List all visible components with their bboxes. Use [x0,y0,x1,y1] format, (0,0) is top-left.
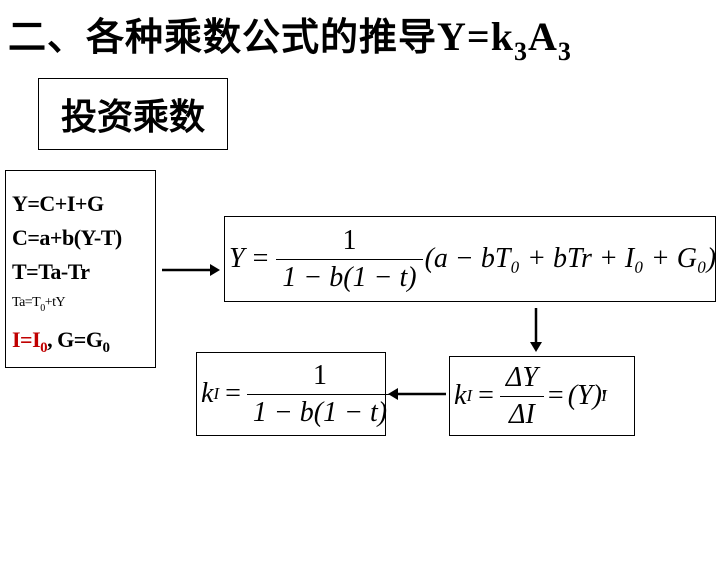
ki-deriv-rhs: (Y) [567,380,602,411]
title-text: 二、各种乘数公式的推导 [8,15,438,59]
formula-y-fraction: 1 1 − b(1 − t) [276,224,423,294]
title-eq-sub2: 3 [557,37,572,66]
eq5-sub: 0 [102,340,110,356]
eq5-red: I=I0 [12,327,48,356]
title-equation: Y=k3A3 [437,14,572,66]
equation-line-2: C=a+b(Y-T) [12,225,122,250]
eq4-sub: 0 [40,303,45,314]
left-arrow-icon [388,388,446,400]
title-eq-prefix: Y=k [437,14,514,59]
eq4-pre: Ta=T [12,295,41,310]
down-arrow-icon [530,308,542,352]
ki-deriv-den: ΔI [499,395,544,431]
ki-deriv-eq: = [478,380,494,411]
ki-deriv-rhs-sub: I [601,386,607,405]
ki-result-fraction: 1 1 − b(1 − t) [246,359,394,429]
ki-result-eq: = [225,378,241,409]
eq5-rest: , G=G [47,327,103,352]
title-eq-sub1: 3 [513,37,528,66]
title-eq-mid: A [527,14,558,59]
ki-deriv-fraction: ΔY ΔI [499,361,544,431]
eq4-post: +tY [44,295,66,310]
ki-result-k: k [201,378,214,409]
equation-line-5: I=I0, G=G0 [12,323,155,365]
equation-line-3: T=Ta-Tr [12,259,90,284]
eq5-red-pre: I=I [12,327,41,352]
ki-result-ksub: I [213,384,220,403]
formula-y-eq: = [252,243,269,274]
subtitle-box: 投资乘数 [38,78,228,150]
ki-deriv-prime: ' [601,385,606,406]
eq5-red-sub: 0 [40,340,48,356]
slide-title: 二、各种乘数公式的推导Y=k3A3 [8,6,572,67]
ki-result-den: 1 − b(1 − t) [246,393,394,429]
ki-deriv-num: ΔY [505,361,538,393]
ki-result-num: 1 [313,359,328,391]
formula-y-den: 1 − b(1 − t) [276,258,423,294]
ki-deriv-eq2: = [547,380,564,411]
formula-y-paren: (a − bT₀ + bTr + I₀ + G₀) [424,243,717,274]
equation-line-4: Ta=T0+tY [12,289,155,323]
formula-y-num: 1 [342,224,357,256]
ki-deriv-ksub: I [466,386,473,405]
right-arrow-icon [162,264,220,276]
subtitle-text: 投资乘数 [60,97,205,138]
formula-y-box: Y = 1 1 − b(1 − t) (a − bT₀ + bTr + I₀ +… [224,216,716,302]
ki-deriv-k: k [454,380,467,411]
formula-y-lhs: Y [229,243,245,274]
equation-line-1: Y=C+I+G [12,191,104,216]
equation-system-box: Y=C+I+G C=a+b(Y-T) T=Ta-Tr Ta=T0+tY I=I0… [5,170,156,368]
